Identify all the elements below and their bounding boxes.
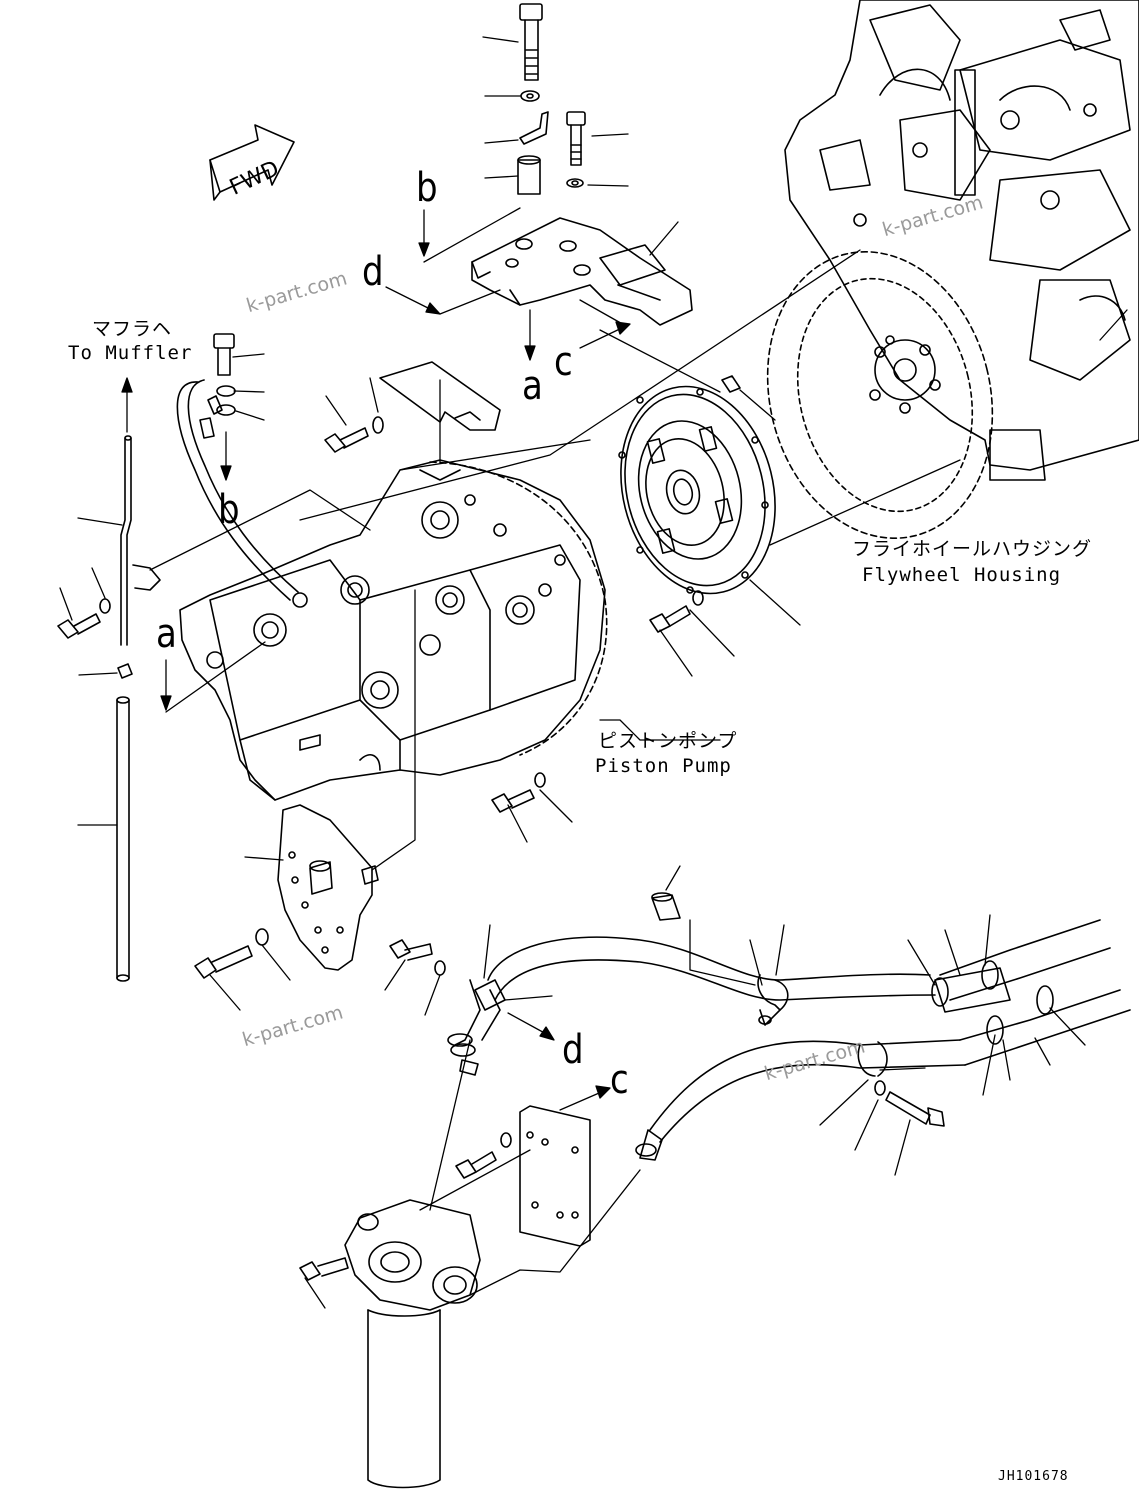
fwd-arrow	[210, 125, 294, 200]
ref-a-top: a	[522, 363, 543, 409]
ref-c-lower: c	[610, 1057, 629, 1103]
piston-pump-label-en: Piston Pump	[595, 755, 732, 777]
reference-arrows	[122, 208, 960, 1295]
hose-spacer	[652, 893, 680, 920]
terminal-bolt-group	[177, 334, 298, 600]
lower-bracket-plate	[278, 805, 378, 970]
flywheel-housing-label-en: Flywheel Housing	[862, 564, 1062, 586]
ref-c-top: c	[554, 339, 573, 385]
piston-pump-label-jp: ピストンポンプ	[598, 730, 738, 752]
flywheel-housing	[738, 228, 1022, 563]
ref-a-lower: a	[156, 611, 177, 657]
drawing-code: JH101678	[998, 1469, 1069, 1484]
muffler-label-en: To Muffler	[68, 342, 193, 364]
lower-right-bolt	[875, 1081, 944, 1126]
damper-disc	[600, 370, 796, 610]
cover-plate	[380, 362, 500, 430]
c-plate-bolts	[456, 1133, 511, 1178]
c-plate	[520, 1106, 590, 1246]
pump-mount-bracket	[472, 218, 692, 325]
lower-bolts	[195, 591, 703, 978]
oil-filter-assembly	[300, 1200, 480, 1488]
ref-d-top: d	[362, 249, 384, 295]
ref-d-lower: d	[562, 1027, 584, 1073]
side-bolts	[58, 417, 383, 638]
piston-pump	[180, 460, 607, 800]
muffler-pipes	[117, 436, 160, 981]
top-bolt-stack	[518, 4, 585, 194]
ref-b-top: b	[416, 165, 438, 211]
hoses	[448, 920, 1130, 1160]
engine-block	[785, 0, 1139, 480]
dowel-pin	[722, 376, 740, 392]
ref-b-lower: b	[218, 487, 240, 533]
leader-lines	[60, 37, 1127, 1308]
muffler-label-jp: マフラヘ	[92, 318, 173, 340]
flywheel-housing-label-jp: フライホイールハウジング	[852, 538, 1093, 560]
